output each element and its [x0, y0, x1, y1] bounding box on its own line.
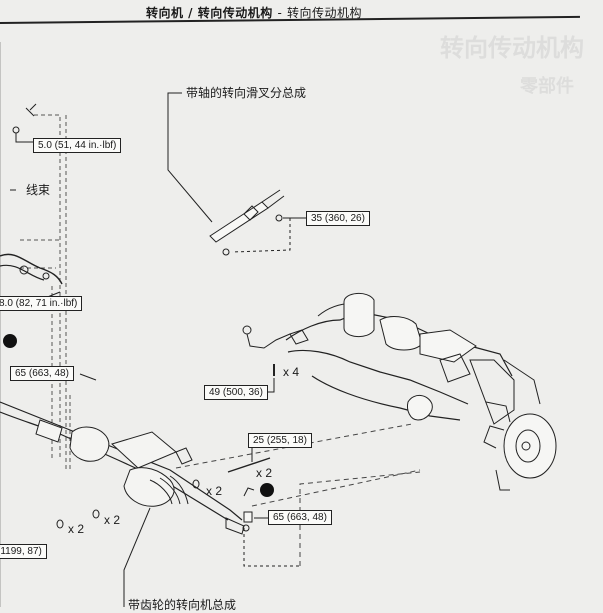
torque-spec-callout: 65 (663, 48): [10, 366, 74, 381]
torque-spec-callout: 5.0 (51, 44 in.·lbf): [33, 138, 122, 153]
header-separator: -: [277, 6, 283, 20]
intermediate-shaft-label: 带轴的转向滑叉分总成: [186, 86, 307, 100]
wire-harness-label: 线束: [26, 183, 51, 197]
quantity-marker: x 4: [283, 365, 300, 379]
header-text: 转向机 / 转向传动机构 - 转向传动机构: [146, 4, 362, 21]
quantity-marker: x 2: [68, 522, 85, 536]
torque-spec-callout: (1199, 87): [0, 544, 47, 559]
bleed-through-text: 转向传动机构: [440, 34, 584, 62]
quantity-marker: x 2: [256, 466, 273, 480]
non-reusable-part-dot: [3, 334, 17, 348]
torque-spec-callout: 65 (663, 48): [268, 510, 332, 525]
quantity-marker: x 2: [206, 484, 223, 498]
bleed-through-text: 零部件: [520, 76, 574, 97]
torque-spec-callout: 49 (500, 36): [204, 385, 268, 400]
gear-assembly-label: 带齿轮的转向机总成: [128, 598, 237, 612]
non-reusable-part-dot: [260, 483, 274, 497]
header-subtitle: 转向传动机构: [286, 6, 362, 20]
page-header: 转向机 / 转向传动机构 - 转向传动机构: [0, 0, 603, 26]
torque-spec-callout: 35 (360, 26): [306, 211, 370, 226]
quantity-marker: x 2: [104, 513, 121, 527]
torque-spec-callout: 8.0 (82, 71 in.·lbf): [0, 296, 83, 311]
header-title: 转向机 / 转向传动机构: [146, 6, 273, 20]
torque-spec-callout: 25 (255, 18): [248, 433, 312, 448]
